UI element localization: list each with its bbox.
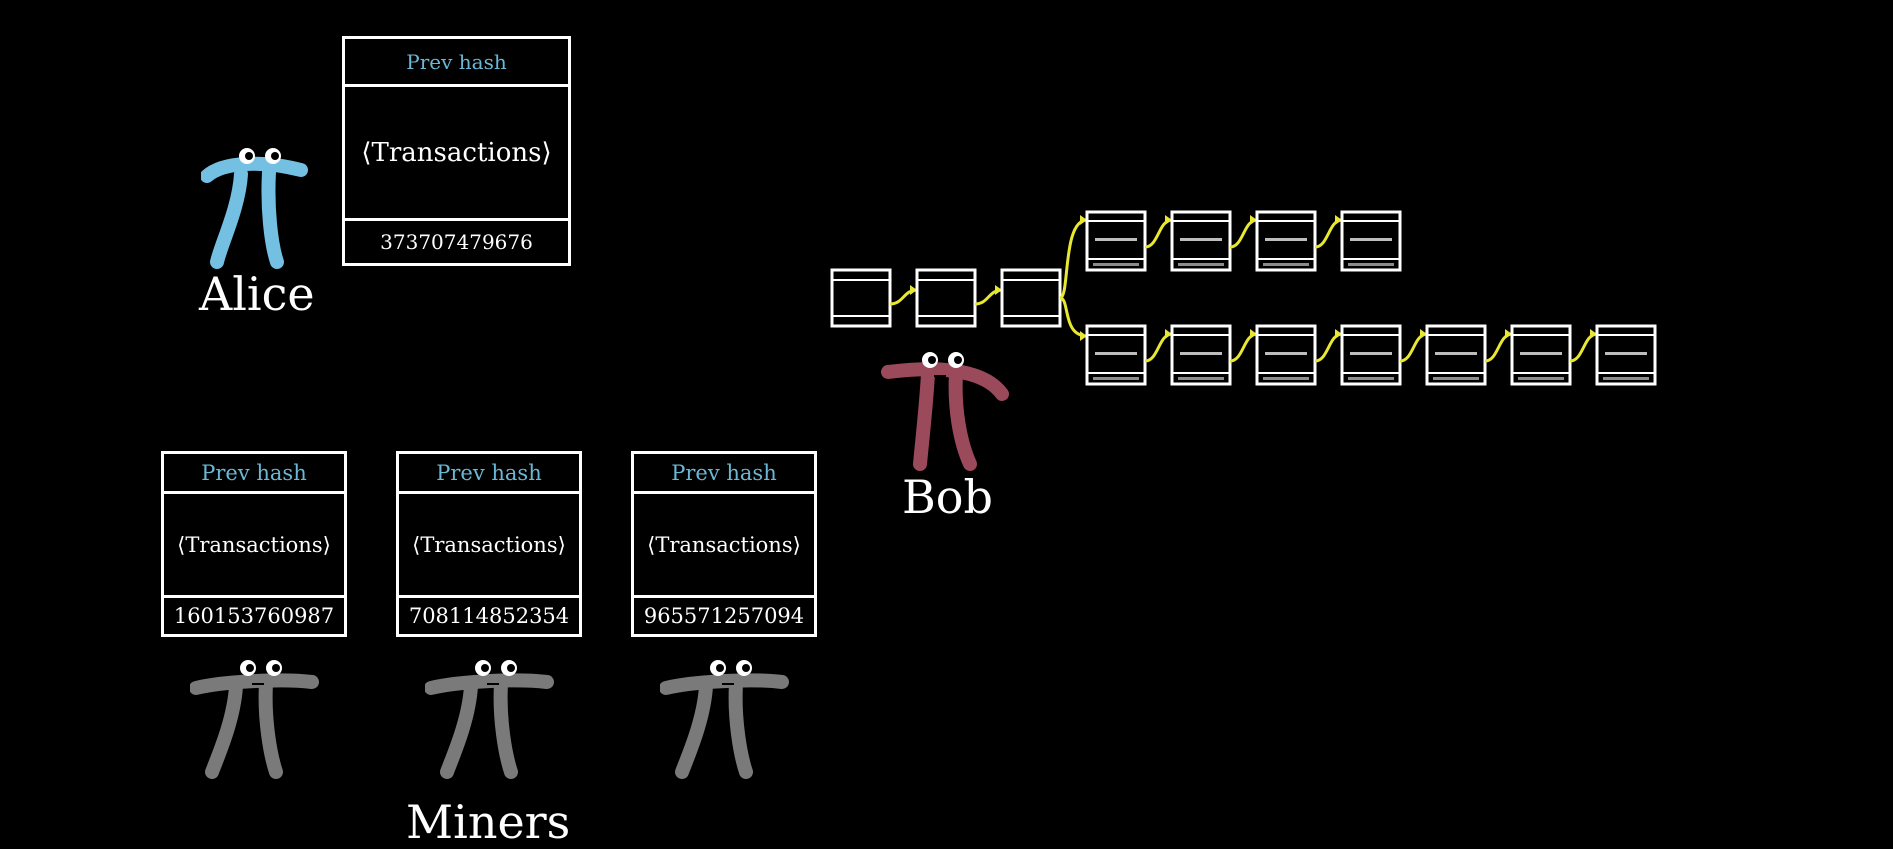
bob-pi-creature-icon xyxy=(881,352,1009,471)
miner-block-1: Prev hash ⟨Transactions⟩ 160153760987 xyxy=(161,451,347,637)
mini-block-contents xyxy=(1520,352,1562,355)
curved-arrow-icon xyxy=(1229,218,1258,249)
arrow-head-icon xyxy=(1335,329,1342,339)
alice-block-nonce: 373707479676 xyxy=(380,230,533,254)
mini-block-nonce xyxy=(1178,263,1224,266)
arrow-head-icon xyxy=(1590,329,1597,339)
mini-block-contents xyxy=(1095,238,1137,241)
trunk-block xyxy=(830,268,892,328)
mini-block-nonce xyxy=(1433,377,1479,380)
curved-arrow-icon xyxy=(1229,332,1258,363)
mini-block-contents xyxy=(1265,238,1307,241)
curved-arrow-icon xyxy=(1399,332,1428,363)
trunk-block xyxy=(1000,268,1062,328)
alice-name-label: Alice xyxy=(199,267,315,321)
mini-block-contents xyxy=(1265,352,1307,355)
miner-block-2: Prev hash ⟨Transactions⟩ 708114852354 xyxy=(396,451,582,637)
curved-arrow-icon xyxy=(1144,332,1173,363)
mini-block-nonce xyxy=(1178,377,1224,380)
arrow-head-icon xyxy=(910,285,917,295)
mini-block-contents xyxy=(1605,352,1647,355)
curved-arrow-icon xyxy=(1314,332,1343,363)
arrow-head-icon xyxy=(1420,329,1427,339)
alice-block-transactions: ⟨Transactions⟩ xyxy=(345,87,568,221)
blockchain-fork-diagram xyxy=(830,210,1657,386)
arrow-head-icon xyxy=(1505,329,1512,339)
curved-arrow-icon xyxy=(1484,332,1513,363)
alice-block: Prev hash ⟨Transactions⟩ 373707479676 xyxy=(342,36,571,266)
mini-block-contents xyxy=(1350,352,1392,355)
miner-block-nonce: 965571257094 xyxy=(643,604,805,628)
mini-block-nonce xyxy=(1263,377,1309,380)
mini-block-contents xyxy=(1180,352,1222,355)
miner-pi-creature-icon xyxy=(190,660,319,779)
miner-block-prev-hash: Prev hash xyxy=(164,454,344,494)
mini-block-nonce xyxy=(1603,377,1649,380)
curved-arrow-icon xyxy=(1314,218,1343,249)
mini-block-nonce xyxy=(1263,263,1309,266)
mini-block-nonce xyxy=(1093,377,1139,380)
mini-block-contents xyxy=(1180,238,1222,241)
miner-block-transactions: ⟨Transactions⟩ xyxy=(399,494,579,598)
curved-arrow-icon xyxy=(1569,332,1598,363)
mini-block-nonce xyxy=(1093,263,1139,266)
fork-arrow-upper-icon xyxy=(1058,218,1088,300)
alice-pi-creature-icon xyxy=(201,148,308,269)
alice-block-prev-hash: Prev hash xyxy=(345,39,568,87)
bob-name-label: Bob xyxy=(902,470,993,524)
miner-block-3: Prev hash ⟨Transactions⟩ 965571257094 xyxy=(631,451,817,637)
miner-block-transactions: ⟨Transactions⟩ xyxy=(634,494,814,598)
miner-block-nonce: 160153760987 xyxy=(173,604,335,628)
miner-block-prev-hash: Prev hash xyxy=(399,454,579,494)
mini-block-contents xyxy=(1095,352,1137,355)
arrow-head-icon xyxy=(1080,215,1087,225)
arrow-head-icon xyxy=(1080,331,1087,341)
miner-pi-creature-icon xyxy=(660,660,789,779)
arrow-head-icon xyxy=(1165,215,1172,225)
arrow-head-icon xyxy=(1165,329,1172,339)
fork-arrow-lower-icon xyxy=(1059,296,1088,338)
arrow-head-icon xyxy=(1250,215,1257,225)
miner-block-nonce: 708114852354 xyxy=(408,604,570,628)
miner-pi-creature-icon xyxy=(425,660,554,779)
mini-block-contents xyxy=(1350,238,1392,241)
mini-block-nonce xyxy=(1518,377,1564,380)
trunk-block xyxy=(915,268,977,328)
miners-label: Miners xyxy=(406,795,571,849)
mini-block-nonce xyxy=(1348,263,1394,266)
arrow-head-icon xyxy=(995,285,1002,295)
mini-block-nonce xyxy=(1348,377,1394,380)
miner-block-prev-hash: Prev hash xyxy=(634,454,814,494)
curved-arrow-icon xyxy=(1144,218,1173,249)
arrow-head-icon xyxy=(1335,215,1342,225)
arrow-head-icon xyxy=(1250,329,1257,339)
mini-block-contents xyxy=(1435,352,1477,355)
miner-block-transactions: ⟨Transactions⟩ xyxy=(164,494,344,598)
